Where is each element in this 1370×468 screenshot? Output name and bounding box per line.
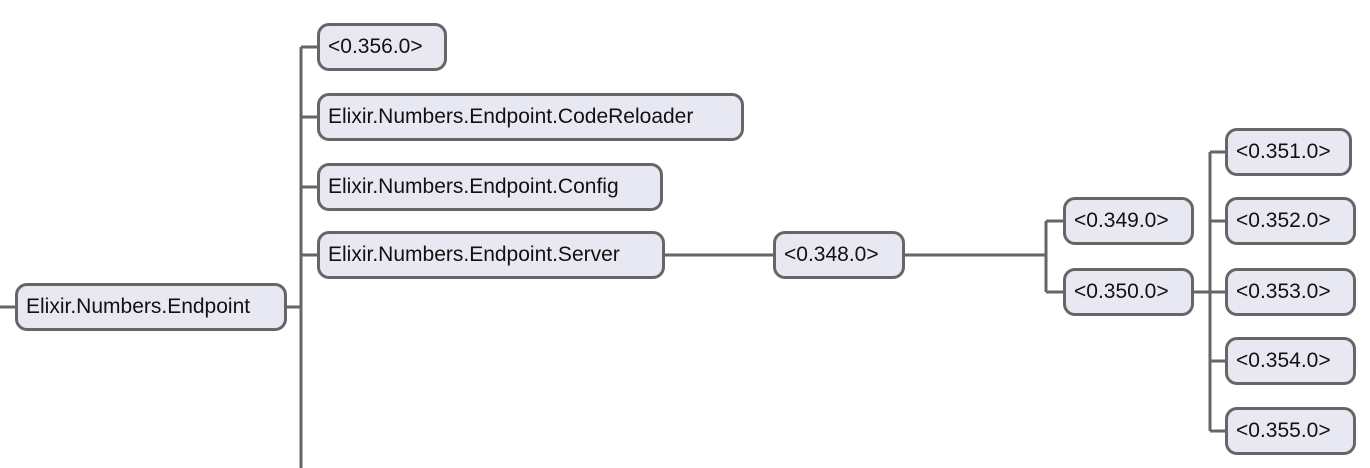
- node-child-3[interactable]: Elixir.Numbers.Endpoint.Server: [317, 231, 665, 279]
- node-child-0[interactable]: <0.356.0>: [317, 23, 447, 71]
- node-level4-0[interactable]: <0.351.0>: [1225, 128, 1352, 176]
- node-level3-0[interactable]: <0.349.0>: [1063, 197, 1194, 245]
- node-child-2[interactable]: Elixir.Numbers.Endpoint.Config: [317, 163, 663, 211]
- node-child-1[interactable]: Elixir.Numbers.Endpoint.CodeReloader: [317, 93, 744, 141]
- node-level4-1[interactable]: <0.352.0>: [1225, 197, 1356, 245]
- node-server-child[interactable]: <0.348.0>: [773, 231, 905, 279]
- node-level4-2[interactable]: <0.353.0>: [1225, 268, 1356, 316]
- node-level4-4[interactable]: <0.355.0>: [1225, 407, 1356, 455]
- node-level4-3[interactable]: <0.354.0>: [1225, 337, 1356, 385]
- node-root[interactable]: Elixir.Numbers.Endpoint: [15, 283, 287, 331]
- node-level3-1[interactable]: <0.350.0>: [1063, 268, 1194, 316]
